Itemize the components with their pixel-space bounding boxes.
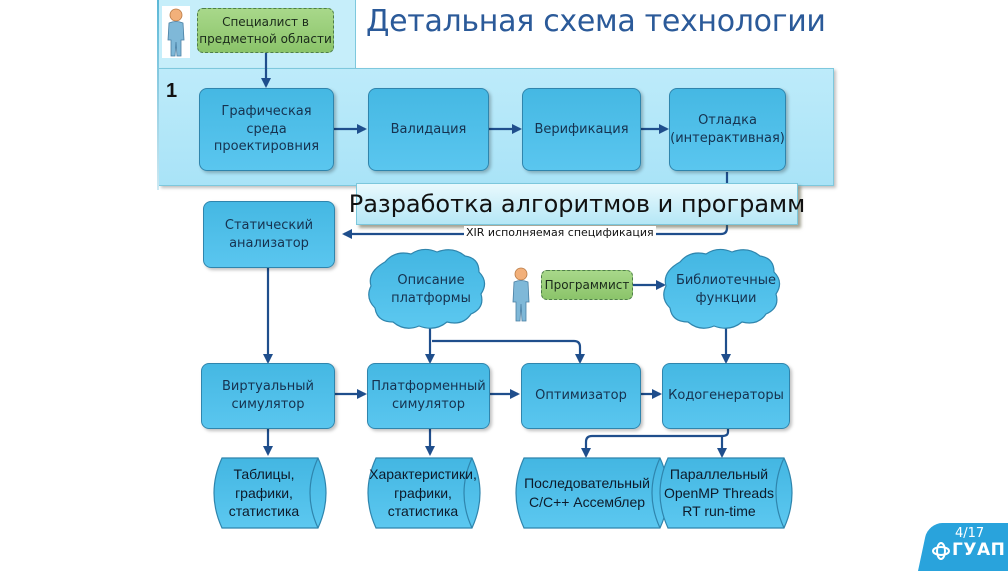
process-validation[interactable]: Валидация <box>368 88 489 171</box>
guap-logo-icon <box>932 542 950 560</box>
process-static-analyzer[interactable]: Статический анализатор <box>203 201 335 268</box>
cloud-platform-description-label: Описание платформы <box>391 273 471 306</box>
process-virtual-simulator[interactable]: Виртуальный симулятор <box>201 363 335 429</box>
process-platform-simulator[interactable]: Платформенный симулятор <box>367 363 490 429</box>
cloud-platform-description <box>368 248 486 329</box>
output-sequential-label: Последовательный C/C++ Ассемблер <box>524 475 650 510</box>
output-characteristics-label: Характеристики, графики, статистика <box>369 465 477 520</box>
process-codegen[interactable]: Кодогенераторы <box>662 363 790 429</box>
domain-expert-person-icon <box>162 6 190 58</box>
connector-label-xir: XIR исполняемая спецификация <box>464 226 656 239</box>
output-tables-label: Таблицы, графики, статистика <box>228 465 300 520</box>
slide-title: Детальная схема технологии <box>366 4 826 39</box>
process-debugging[interactable]: Отладка (интерактивная) <box>669 88 786 171</box>
actor-programmer: Программист <box>541 270 633 300</box>
stage-number: 1 <box>166 80 178 102</box>
arrow-codegen-to-sequential <box>581 428 730 458</box>
arrow-debug-to-static <box>342 172 729 239</box>
output-parallel-label: Параллельный OpenMP Threads RT run-time <box>664 465 774 520</box>
cloud-library-functions <box>663 248 781 329</box>
process-verification[interactable]: Верификация <box>522 88 641 171</box>
process-optimizer[interactable]: Оптимизатор <box>521 363 641 429</box>
cloud-library-functions-label: Библиотечные функции <box>675 273 777 306</box>
programmer-person-icon <box>512 267 530 322</box>
actor-domain-expert: Специалист в предметной области <box>197 8 334 53</box>
page-number: 4/17 <box>955 526 985 541</box>
arrow-platformdesc-to-optimizer <box>432 339 585 364</box>
process-graphic-env[interactable]: Графическая среда проектировния <box>199 88 334 171</box>
logo-text: ГУАП <box>952 540 1006 560</box>
slide-edge <box>157 0 159 190</box>
band-title: Разработка алгоритмов и программ <box>349 183 805 225</box>
